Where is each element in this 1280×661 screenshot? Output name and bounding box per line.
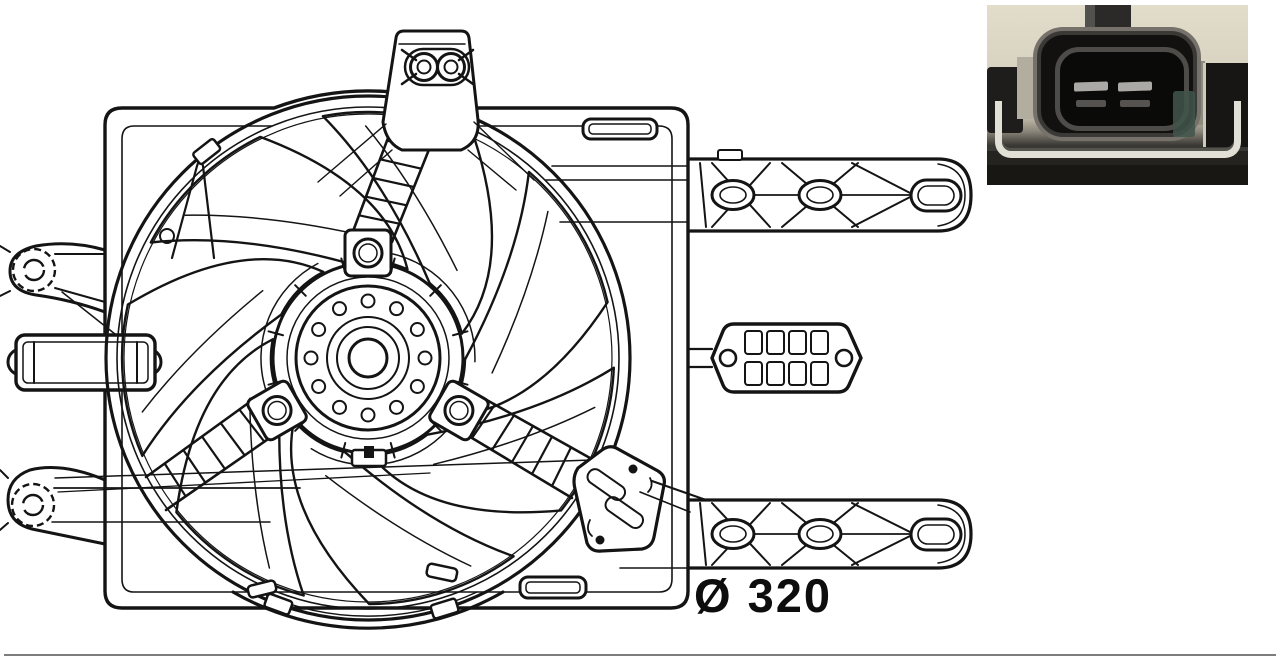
connector-opening (1055, 47, 1189, 131)
shroud-glimpse (1173, 91, 1195, 137)
connector-pin-shadow-right (1120, 100, 1150, 107)
connector-pin-left (1074, 81, 1108, 92)
connector-pin-shadow-left (1076, 100, 1106, 107)
connector-pin-right (1118, 81, 1152, 92)
metal-bracket (995, 101, 1241, 158)
connector-housing (1037, 31, 1197, 137)
connector-photo (987, 5, 1248, 185)
diameter-label: Ø 320 (694, 569, 833, 622)
bottom-separator (4, 654, 1276, 656)
photo-bottom-shadow-deep (987, 165, 1248, 185)
